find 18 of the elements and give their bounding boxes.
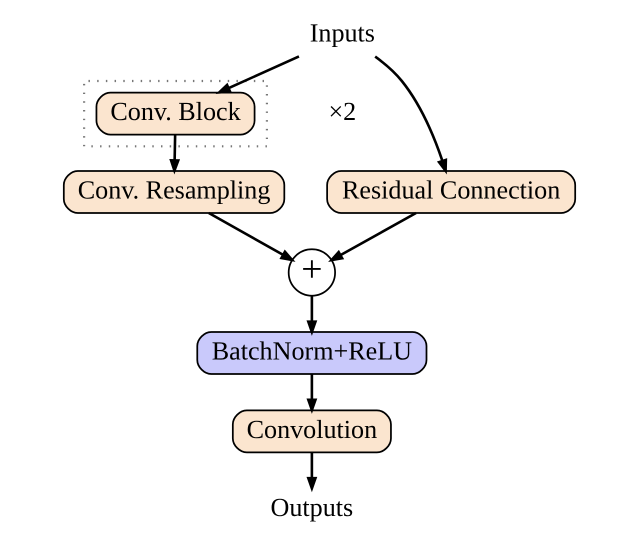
arrow xyxy=(328,212,416,262)
arrow xyxy=(215,55,299,94)
arrow xyxy=(306,374,317,414)
arrow xyxy=(208,212,295,262)
node-box: Residual Connection xyxy=(326,170,576,214)
node-circle: + xyxy=(287,248,336,297)
node-text: Inputs xyxy=(309,18,374,48)
node-box: Conv. Block xyxy=(95,92,255,136)
cluster xyxy=(82,80,268,148)
node-box: Convolution xyxy=(231,409,392,454)
node-box: BatchNorm+ReLU xyxy=(196,331,427,375)
arrow xyxy=(306,296,317,336)
arrow xyxy=(168,134,180,175)
arrow xyxy=(374,56,447,174)
node-label: ×2 xyxy=(328,97,356,126)
node-text: Outputs xyxy=(270,493,353,522)
node-box: Conv. Resampling xyxy=(62,170,285,214)
arrow xyxy=(306,452,317,492)
